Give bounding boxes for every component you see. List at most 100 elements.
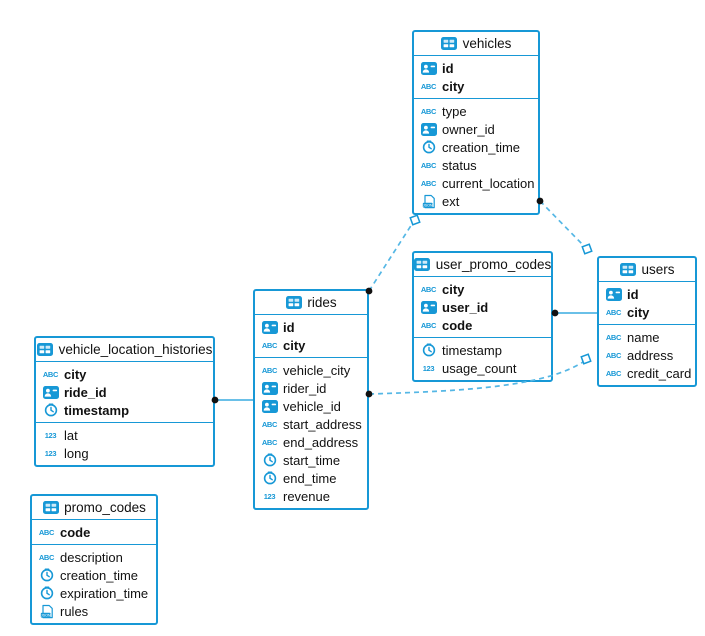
abc-text-icon: ABC bbox=[420, 160, 437, 170]
column-creation_time[interactable]: creation_time bbox=[32, 566, 156, 584]
column-name: creation_time bbox=[442, 139, 521, 155]
column-name[interactable]: ABC name bbox=[599, 328, 695, 346]
column-owner_id[interactable]: owner_id bbox=[414, 120, 538, 138]
type-icon-wrap: ABC bbox=[420, 161, 437, 170]
type-icon-wrap bbox=[42, 403, 59, 417]
column-name: description bbox=[60, 549, 123, 565]
column-city[interactable]: ABC city bbox=[36, 365, 213, 383]
table-header[interactable]: user_promo_codes bbox=[414, 253, 551, 277]
table-header[interactable]: vehicle_location_histories bbox=[36, 338, 213, 362]
type-icon-wrap bbox=[420, 140, 437, 154]
column-vehicle_id[interactable]: vehicle_id bbox=[255, 397, 367, 415]
relation-endpoint-square bbox=[581, 243, 593, 255]
type-icon-wrap bbox=[38, 586, 55, 600]
column-rider_id[interactable]: rider_id bbox=[255, 379, 367, 397]
column-start_time[interactable]: start_time bbox=[255, 451, 367, 469]
column-start_address[interactable]: ABC start_address bbox=[255, 415, 367, 433]
column-description[interactable]: ABC description bbox=[32, 548, 156, 566]
table-title: rides bbox=[307, 295, 337, 310]
column-name: owner_id bbox=[442, 121, 495, 137]
pk-divider bbox=[414, 98, 538, 99]
column-name: ext bbox=[442, 193, 460, 209]
table-header[interactable]: promo_codes bbox=[32, 496, 156, 520]
column-ride_id[interactable]: ride_id bbox=[36, 383, 213, 401]
column-name: name bbox=[627, 329, 660, 345]
column-expiration_time[interactable]: expiration_time bbox=[32, 584, 156, 602]
relation-rides-users[interactable] bbox=[368, 361, 584, 395]
column-id[interactable]: id bbox=[255, 318, 367, 336]
123-number-icon: 123 bbox=[422, 363, 435, 373]
column-id[interactable]: id bbox=[599, 285, 695, 303]
table-header[interactable]: vehicles bbox=[414, 32, 538, 56]
column-name: start_time bbox=[283, 452, 341, 468]
column-timestamp[interactable]: timestamp bbox=[36, 401, 213, 419]
abc-text-icon: ABC bbox=[261, 437, 278, 447]
svg-text:JSON: JSON bbox=[40, 613, 50, 617]
type-icon-wrap bbox=[420, 61, 437, 75]
type-icon-wrap: ABC bbox=[261, 420, 278, 429]
type-icon-wrap: ABC bbox=[38, 553, 55, 562]
column-name: timestamp bbox=[442, 342, 502, 358]
table-header[interactable]: users bbox=[599, 258, 695, 282]
type-icon-wrap: ABC bbox=[38, 528, 55, 537]
relation-vehicles-users[interactable] bbox=[539, 200, 585, 247]
type-icon-wrap bbox=[420, 122, 437, 136]
uuid-id-icon bbox=[261, 381, 278, 395]
relation-rides-vehicles[interactable] bbox=[368, 223, 413, 292]
abc-text-icon: ABC bbox=[605, 368, 622, 378]
column-name: city bbox=[64, 366, 87, 382]
column-name: ride_id bbox=[64, 384, 107, 400]
column-name: start_address bbox=[283, 416, 362, 432]
table-title: vehicles bbox=[462, 36, 512, 51]
column-id[interactable]: id bbox=[414, 59, 538, 77]
column-name: type bbox=[442, 103, 467, 119]
abc-text-icon: ABC bbox=[605, 350, 622, 360]
clock-icon bbox=[40, 586, 53, 600]
123-number-icon: 123 bbox=[44, 430, 57, 440]
type-icon-wrap: ABC bbox=[261, 341, 278, 350]
table-title: vehicle_location_histories bbox=[58, 342, 213, 357]
abc-text-icon: ABC bbox=[42, 369, 59, 379]
table-header[interactable]: rides bbox=[255, 291, 367, 315]
column-user_id[interactable]: user_id bbox=[414, 298, 551, 316]
type-icon-wrap: ABC bbox=[605, 333, 622, 342]
uuid-id-icon bbox=[42, 385, 59, 399]
table-icon-wrap bbox=[285, 296, 302, 309]
table-icon-wrap bbox=[414, 258, 431, 271]
type-icon-wrap bbox=[38, 568, 55, 582]
uuid-id-icon bbox=[261, 399, 278, 413]
abc-text-icon: ABC bbox=[605, 307, 622, 317]
column-timestamp[interactable]: timestamp bbox=[414, 341, 551, 359]
column-end_time[interactable]: end_time bbox=[255, 469, 367, 487]
column-creation_time[interactable]: creation_time bbox=[414, 138, 538, 156]
column-name: revenue bbox=[283, 488, 330, 504]
